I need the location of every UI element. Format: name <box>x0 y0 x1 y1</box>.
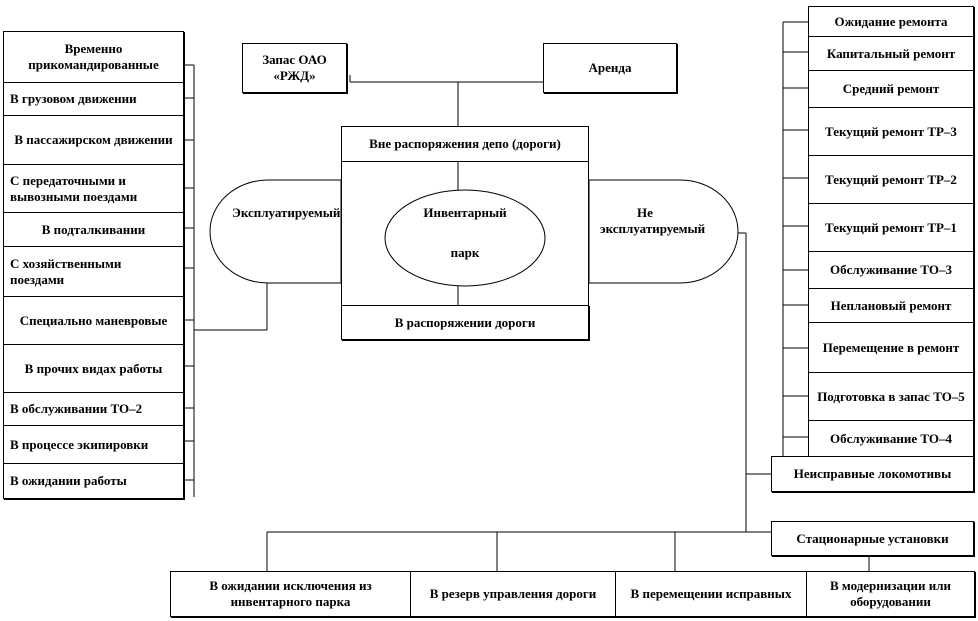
right-item-1: Капитальный ремонт <box>808 36 974 71</box>
rent-box: Аренда <box>543 43 677 93</box>
right-item-9-label: Подготовка в запас ТО–5 <box>817 388 965 404</box>
right-item-9: Подготовка в запас ТО–5 <box>808 372 974 421</box>
right-item-0: Ожидание ремонта <box>808 6 974 37</box>
left-item-8-label: В обслуживании ТО–2 <box>10 401 143 416</box>
left-item-0-label: Временно прикомандированные <box>28 41 159 72</box>
right-item-0-label: Ожидание ремонта <box>834 13 948 29</box>
left-item-5: С хозяйственными поездами <box>3 246 184 297</box>
left-item-0: Временно прикомандированные <box>3 31 184 83</box>
bottom-item-0-label: В ожидании исключения из инвентарного па… <box>209 578 372 609</box>
left-item-7-label: В прочих видах работы <box>24 360 163 376</box>
right-item-8-label: Перемещение в ремонт <box>822 339 960 355</box>
faulty-label: Неисправные локомотивы <box>793 466 952 481</box>
reserve-box: Запас ОАО «РЖД» <box>242 43 347 93</box>
bottom-item-3: В модернизации или оборудовании <box>806 571 975 617</box>
right-item-7-label: Неплановый ремонт <box>830 297 952 313</box>
left-item-3: С передаточными и вывозными поездами <box>3 164 184 213</box>
left-item-2: В пассажирском движении <box>3 115 184 165</box>
center-bottom-label: В распоряжении дороги <box>394 314 536 330</box>
left-item-6: Специально маневровые <box>3 296 184 345</box>
center-bottom-box: В распоряжении дороги <box>341 305 589 340</box>
left-item-7: В прочих видах работы <box>3 344 184 393</box>
right-item-6-label: Обслуживание ТО–3 <box>829 262 953 277</box>
right-item-6: Обслуживание ТО–3 <box>808 251 974 289</box>
left-item-4-label: В подталкивании <box>41 221 146 237</box>
left-item-2-label: В пассажирском движении <box>14 132 173 147</box>
center-frame <box>341 161 589 306</box>
stationary-box: Стационарные установки <box>771 521 974 556</box>
bottom-item-0: В ожидании исключения из инвентарного па… <box>170 571 411 617</box>
right-item-4: Текущий ремонт ТР–2 <box>808 155 974 204</box>
left-item-9: В процессе экипировки <box>3 425 184 464</box>
non-exploited-label: Не эксплуатируемый <box>600 205 706 236</box>
left-item-3-label: С передаточными и вывозными поездами <box>10 172 138 204</box>
left-item-6-label: Специально маневровые <box>19 312 168 328</box>
right-item-3-label: Текущий ремонт ТР–3 <box>825 123 957 139</box>
bottom-item-3-label: В модернизации или оборудовании <box>829 578 951 609</box>
right-item-5-label: Текущий ремонт ТР–1 <box>825 219 957 235</box>
park-label-1: Инвентарный <box>423 205 507 220</box>
right-item-2-label: Средний ремонт <box>842 81 940 96</box>
left-item-1-label: В грузовом движении <box>10 91 137 106</box>
right-item-4-label: Текущий ремонт ТР–2 <box>825 171 957 187</box>
right-item-7: Неплановый ремонт <box>808 288 974 323</box>
right-item-10-label: Обслуживание ТО–4 <box>829 430 953 446</box>
reserve-label: Запас ОАО «РЖД» <box>262 52 327 83</box>
right-item-3: Текущий ремонт ТР–3 <box>808 107 974 156</box>
left-item-9-label: В процессе экипировки <box>10 436 149 452</box>
stationary-label: Стационарные установки <box>796 530 949 546</box>
bottom-item-2-label: В перемещении исправных <box>630 586 792 601</box>
left-item-4: В подталкивании <box>3 212 184 247</box>
bottom-item-2: В перемещении исправных <box>615 571 807 617</box>
right-item-5: Текущий ремонт ТР–1 <box>808 203 974 252</box>
exploited-label: Эксплуатируемый <box>232 205 341 220</box>
right-item-8: Перемещение в ремонт <box>808 322 974 373</box>
left-item-10-label: В ожидании работы <box>10 473 127 488</box>
left-item-8: В обслуживании ТО–2 <box>3 392 184 426</box>
right-item-10: Обслуживание ТО–4 <box>808 420 974 457</box>
right-item-1-label: Капитальный ремонт <box>826 45 956 61</box>
faulty-box: Неисправные локомотивы <box>771 456 974 492</box>
left-item-5-label: С хозяйственными поездами <box>10 255 122 287</box>
bottom-item-1-label: В резерв управления дороги <box>429 586 597 601</box>
center-top-label: Вне распоряжения депо (дороги) <box>369 136 561 151</box>
rent-label: Аренда <box>588 60 632 75</box>
left-item-10: В ожидании работы <box>3 463 184 499</box>
bottom-item-1: В резерв управления дороги <box>410 571 616 617</box>
center-top-box: Вне распоряжения депо (дороги) <box>341 126 589 162</box>
right-item-2: Средний ремонт <box>808 70 974 108</box>
park-label-2: парк <box>450 245 480 260</box>
left-item-1: В грузовом движении <box>3 82 184 116</box>
